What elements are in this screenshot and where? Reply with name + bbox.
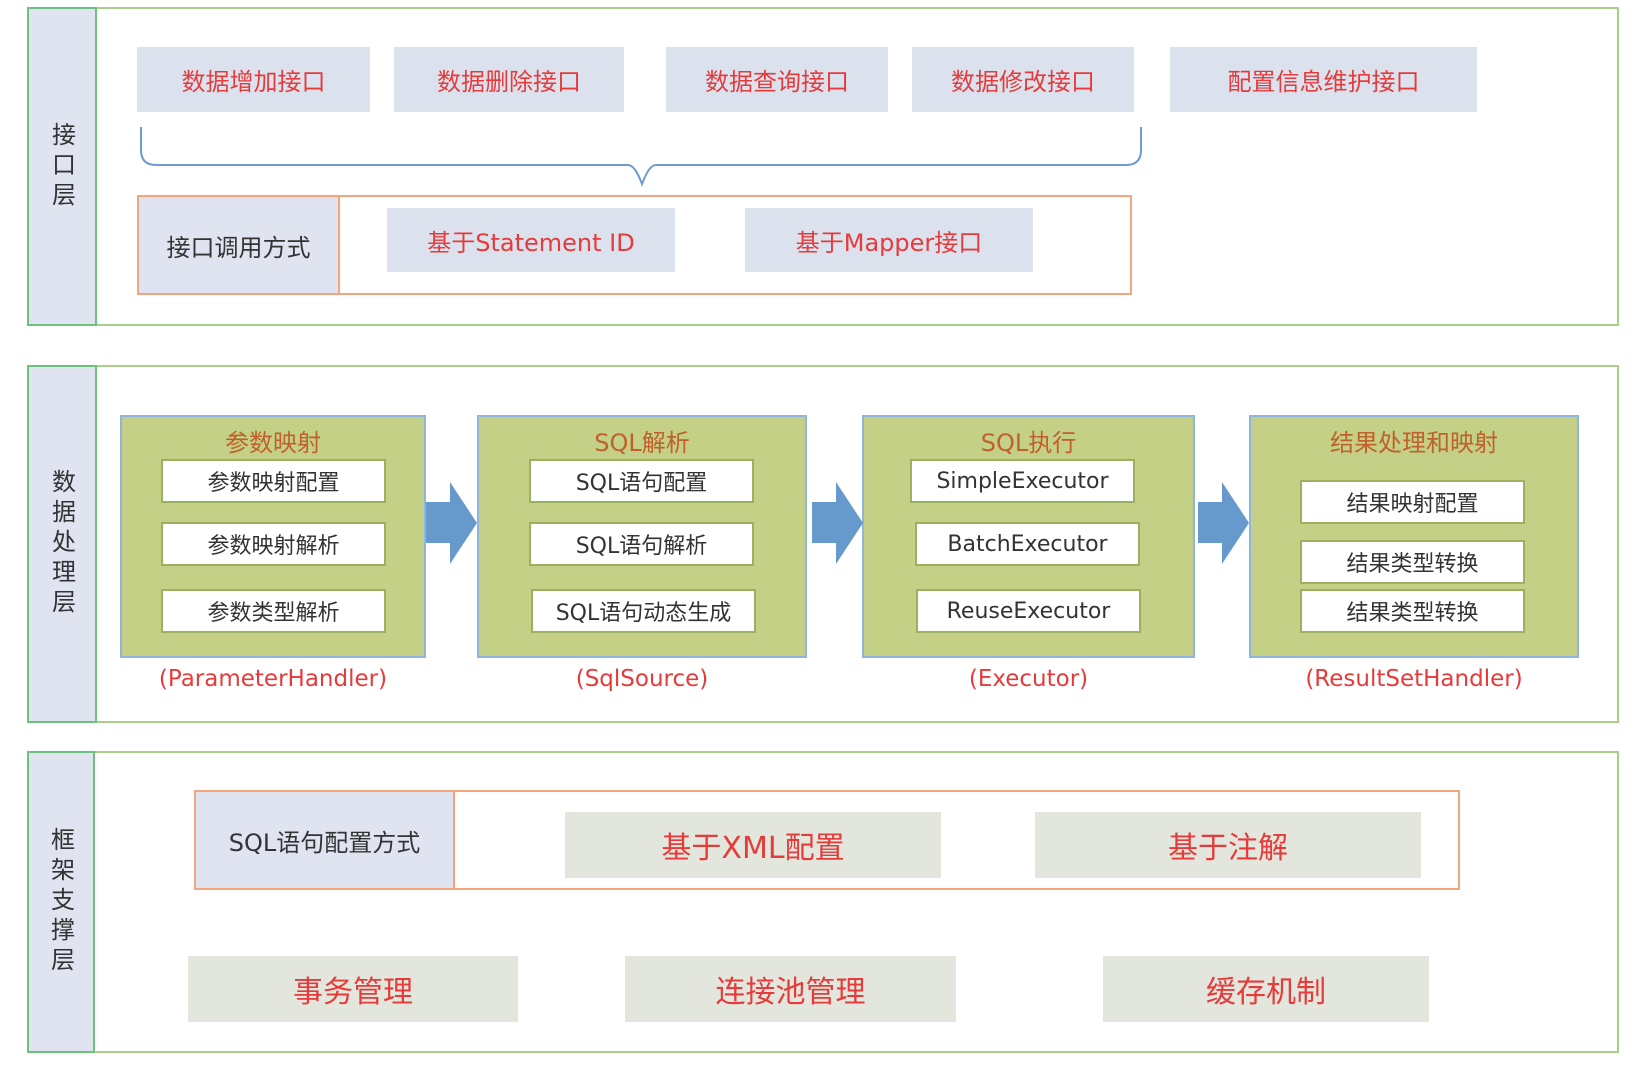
handler-label: (ParameterHandler) xyxy=(158,666,388,692)
stage-item-label: ReuseExecutor xyxy=(946,598,1111,624)
framework-layer-label: 框架支撑层 xyxy=(27,751,95,1053)
stage-item[interactable]: SQL语句动态生成 xyxy=(531,589,756,633)
interface-layer-title: 接口层 xyxy=(47,121,76,212)
stage-item-label: SQL语句动态生成 xyxy=(555,601,732,626)
service-cache[interactable]: 缓存机制 xyxy=(1103,956,1429,1022)
arrow-right-icon xyxy=(1198,482,1249,564)
method-statement-id[interactable]: 基于Statement ID xyxy=(387,208,675,272)
service-transaction-label: 事务管理 xyxy=(293,975,413,1010)
stage-item[interactable]: BatchExecutor xyxy=(915,522,1140,566)
data-layer-label: 数据处理层 xyxy=(27,365,97,723)
sql-config-label: SQL语句配置方式 xyxy=(196,792,455,888)
stage-item[interactable]: 结果类型转换 xyxy=(1300,589,1525,633)
arrow-right-icon xyxy=(812,482,863,564)
stage-item[interactable]: 参数类型解析 xyxy=(161,589,386,633)
api-update-label: 数据修改接口 xyxy=(951,68,1095,96)
sql-config-label-text: SQL语句配置方式 xyxy=(228,828,421,857)
stage-item[interactable]: SimpleExecutor xyxy=(910,459,1135,503)
config-annotation-label: 基于注解 xyxy=(1168,831,1288,866)
method-mapper-interface[interactable]: 基于Mapper接口 xyxy=(745,208,1033,272)
stage-item[interactable]: 参数映射解析 xyxy=(161,522,386,566)
stage-item-label: 参数映射配置 xyxy=(207,471,340,496)
stage-item[interactable]: 结果类型转换 xyxy=(1300,540,1525,584)
interface-layer-label: 接口层 xyxy=(27,7,97,326)
framework-layer-title: 框架支撑层 xyxy=(46,827,75,977)
config-xml[interactable]: 基于XML配置 xyxy=(565,812,941,878)
api-delete-label: 数据删除接口 xyxy=(437,68,581,96)
stage-title: 结果处理和映射 xyxy=(1330,429,1498,457)
stage-item-label: SQL语句配置 xyxy=(575,471,708,496)
stage-item[interactable]: SQL语句配置 xyxy=(529,459,754,503)
service-cache-label: 缓存机制 xyxy=(1206,975,1326,1010)
curly-brace-icon xyxy=(140,127,1142,187)
service-connection-pool-label: 连接池管理 xyxy=(715,975,866,1010)
data-layer-title: 数据处理层 xyxy=(47,469,76,619)
stage-item-label: SQL语句解析 xyxy=(575,534,708,559)
api-update[interactable]: 数据修改接口 xyxy=(912,47,1134,112)
api-delete[interactable]: 数据删除接口 xyxy=(394,47,624,112)
stage-item-label: SimpleExecutor xyxy=(936,468,1109,494)
stage-item[interactable]: 结果映射配置 xyxy=(1300,480,1525,524)
method-statement-id-label: 基于Statement ID xyxy=(427,228,635,257)
api-config-maintenance-label: 配置信息维护接口 xyxy=(1227,68,1420,96)
stage-item[interactable]: 参数映射配置 xyxy=(161,459,386,503)
stage-item[interactable]: ReuseExecutor xyxy=(916,589,1141,633)
arrow-right-icon xyxy=(426,482,477,564)
service-transaction[interactable]: 事务管理 xyxy=(188,956,518,1022)
api-query-label: 数据查询接口 xyxy=(705,68,849,96)
method-mapper-interface-label: 基于Mapper接口 xyxy=(795,228,983,257)
stage-item-label: 结果映射配置 xyxy=(1346,492,1479,517)
api-insert-label: 数据增加接口 xyxy=(181,68,326,96)
api-insert[interactable]: 数据增加接口 xyxy=(137,47,370,112)
stage-title: 参数映射 xyxy=(225,429,321,457)
stage-item-label: 参数类型解析 xyxy=(207,601,340,626)
handler-label: (ResultSetHandler) xyxy=(1305,666,1523,692)
stage-item[interactable]: SQL语句解析 xyxy=(529,522,754,566)
invocation-label-text: 接口调用方式 xyxy=(166,233,311,262)
invocation-label: 接口调用方式 xyxy=(139,197,340,293)
config-xml-label: 基于XML配置 xyxy=(661,831,845,866)
stage-title: SQL执行 xyxy=(980,429,1077,457)
service-connection-pool[interactable]: 连接池管理 xyxy=(625,956,956,1022)
stage-item-label: BatchExecutor xyxy=(947,531,1108,557)
handler-label: (SqlSource) xyxy=(575,666,709,692)
stage-item-label: 结果类型转换 xyxy=(1346,552,1479,577)
handler-label: (Executor) xyxy=(968,666,1089,692)
api-query[interactable]: 数据查询接口 xyxy=(666,47,888,112)
api-config-maintenance[interactable]: 配置信息维护接口 xyxy=(1170,47,1477,112)
stage-item-label: 参数映射解析 xyxy=(207,534,340,559)
stage-title: SQL解析 xyxy=(594,429,690,457)
stage-item-label: 结果类型转换 xyxy=(1346,601,1479,626)
config-annotation[interactable]: 基于注解 xyxy=(1035,812,1421,878)
